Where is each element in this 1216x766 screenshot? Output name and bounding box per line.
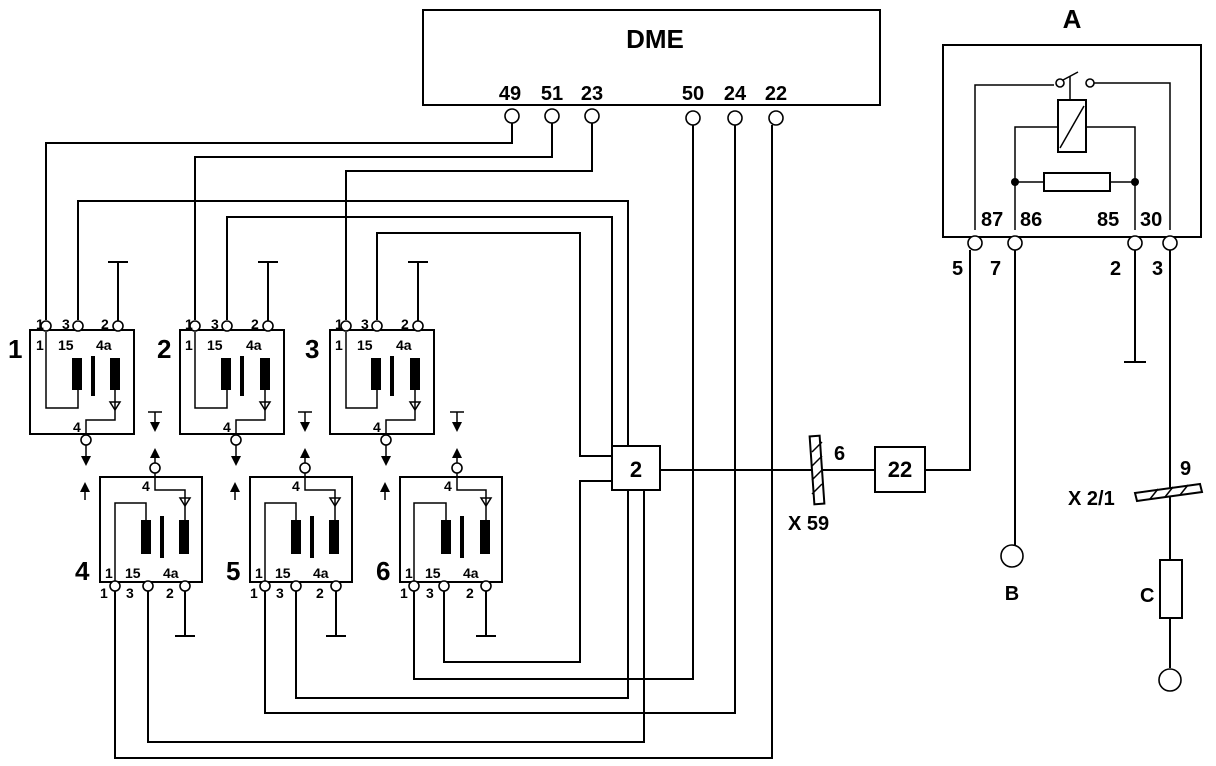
coil-4-pin-2: 2 <box>166 585 174 601</box>
coil-6-label-4a: 4a <box>463 565 479 581</box>
coil-6-pin-2: 2 <box>466 585 474 601</box>
coil-4-pin-4: 4 <box>142 478 150 494</box>
coil-2-label-1: 1 <box>185 337 193 353</box>
coil-3-pin-4: 4 <box>373 419 381 435</box>
dme-unit: DME 49 51 23 50 24 22 <box>422 9 881 126</box>
x59-wire-6: 6 <box>834 443 845 465</box>
coil-3-pin-1: 1 <box>335 316 343 332</box>
coil-3-label-4a: 4a <box>396 337 412 353</box>
wiring <box>45 123 971 759</box>
coil-3-pin-3: 3 <box>361 316 369 332</box>
coil-3-label-15: 15 <box>357 337 373 353</box>
coil-5-number: 5 <box>226 556 240 586</box>
relay-conn-5: 5 <box>952 258 963 280</box>
connector-x21: X 2/1 9 <box>1068 458 1204 510</box>
coil-5-label-4a: 4a <box>313 565 329 581</box>
coil-6-label-1: 1 <box>405 565 413 581</box>
relay-conn-2: 2 <box>1110 258 1121 280</box>
dme-pin-23: 23 <box>581 83 603 105</box>
coil-1-pin-1: 1 <box>36 316 44 332</box>
coil-3-pin-2: 2 <box>401 316 409 332</box>
dme-pin-24: 24 <box>724 83 747 105</box>
coil-1-label-1: 1 <box>36 337 44 353</box>
coil-2-pin-3: 3 <box>211 316 219 332</box>
coil-4-pin-3: 3 <box>126 585 134 601</box>
coil-5-label-1: 1 <box>255 565 263 581</box>
coil-5-label-15: 15 <box>275 565 291 581</box>
coil-5: 4 1 15 4a 1 3 2 5 <box>226 448 353 637</box>
coil-2-pin-4: 4 <box>223 419 231 435</box>
coil-5-pin-4: 4 <box>292 478 300 494</box>
ground-b-label: B <box>1005 583 1019 605</box>
relay-pin-86: 86 <box>1020 209 1042 231</box>
relay-pin-30: 30 <box>1140 209 1162 231</box>
coil-2-pin-1: 1 <box>185 316 193 332</box>
fuse-c-label: C <box>1140 585 1154 607</box>
x59-label: X 59 <box>788 513 829 535</box>
coil-5-pin-3: 3 <box>276 585 284 601</box>
relay-conn-7: 7 <box>990 258 1001 280</box>
coil-4: 4 1 15 4a 1 3 2 4 <box>75 448 203 637</box>
coil-4-label-15: 15 <box>125 565 141 581</box>
coil-5-pin-2: 2 <box>316 585 324 601</box>
coil-1-pin-4: 4 <box>73 419 81 435</box>
coil-1-label-15: 15 <box>58 337 74 353</box>
coil-6-pin-1: 1 <box>400 585 408 601</box>
coil-6-pin-4: 4 <box>444 478 452 494</box>
coil-1-number: 1 <box>8 334 22 364</box>
relay-pin-85: 85 <box>1097 209 1119 231</box>
relay-pin-87: 87 <box>981 209 1003 231</box>
coil-6: 4 1 15 4a 1 3 2 6 <box>376 448 503 637</box>
coil-5-pin-1: 1 <box>250 585 258 601</box>
connector-x59: X 59 6 <box>788 434 845 535</box>
coil-4-label-4a: 4a <box>163 565 179 581</box>
relay-a: A 87 86 85 30 5 7 2 3 B <box>942 4 1202 692</box>
dme-pin-49: 49 <box>499 83 521 105</box>
coil-6-pin-3: 3 <box>426 585 434 601</box>
coil-3: 1 3 2 1 15 4a 4 3 <box>305 261 435 466</box>
coil-4-number: 4 <box>75 556 90 586</box>
coil-2-label-15: 15 <box>207 337 223 353</box>
component-22: 22 <box>874 446 926 493</box>
coil-1: 1 3 2 1 15 4a 4 1 <box>8 261 135 466</box>
coil-3-number: 3 <box>305 334 319 364</box>
coil-2-pin-2: 2 <box>251 316 259 332</box>
junction-label: 2 <box>630 457 642 482</box>
coil-4-pin-1: 1 <box>100 585 108 601</box>
coil-6-number: 6 <box>376 556 390 586</box>
coil-2: 1 3 2 1 15 4a 4 2 <box>157 261 285 466</box>
coil-2-label-4a: 4a <box>246 337 262 353</box>
coil-6-label-15: 15 <box>425 565 441 581</box>
coil-1-pin-2: 2 <box>101 316 109 332</box>
component-22-label: 22 <box>888 457 912 482</box>
coil-4-label-1: 1 <box>105 565 113 581</box>
coil-1-label-4a: 4a <box>96 337 112 353</box>
spark-arrows <box>80 411 464 500</box>
dme-pin-50: 50 <box>682 83 704 105</box>
coil-3-label-1: 1 <box>335 337 343 353</box>
relay-label: A <box>1063 4 1082 34</box>
coil-1-pin-3: 3 <box>62 316 70 332</box>
x21-wire-9: 9 <box>1180 458 1191 480</box>
x21-label: X 2/1 <box>1068 488 1115 510</box>
dme-pin-22: 22 <box>765 83 787 105</box>
relay-conn-3: 3 <box>1152 258 1163 280</box>
dme-pin-51: 51 <box>541 83 563 105</box>
dme-title: DME <box>626 24 684 54</box>
junction-2: 2 <box>611 445 661 491</box>
coil-2-number: 2 <box>157 334 171 364</box>
